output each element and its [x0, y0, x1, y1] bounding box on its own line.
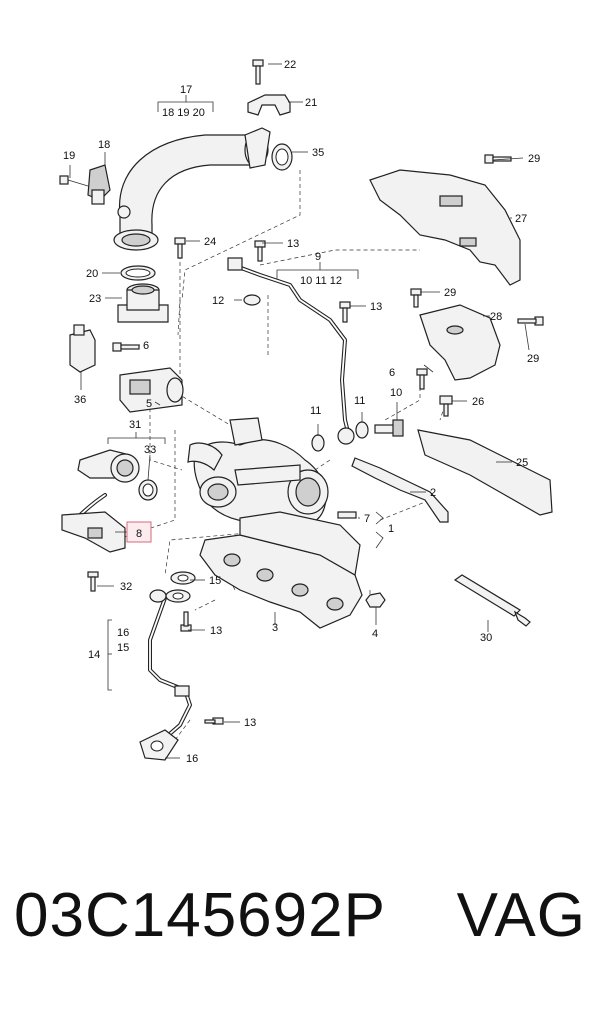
bolt-26 [439, 395, 453, 417]
exhaust-manifold-3 [199, 511, 363, 629]
sensor-18 [87, 164, 111, 205]
label-2: 2 [430, 487, 436, 499]
washer-12 [243, 294, 261, 306]
nut-4 [365, 592, 386, 608]
thermostat-housing-31 [77, 449, 140, 483]
label-10: 10 [390, 387, 402, 399]
label-28: 28 [490, 311, 502, 323]
label-32: 32 [120, 581, 132, 593]
label-13d: 13 [244, 717, 256, 729]
label-13a: 13 [287, 238, 299, 250]
bolt-13d [204, 717, 224, 725]
label-29c: 29 [527, 353, 539, 365]
label-29a: 29 [528, 153, 540, 165]
brand-label: VAG [456, 881, 586, 950]
label-23: 23 [89, 293, 101, 305]
bracket-36 [69, 324, 96, 373]
seal-33 [138, 479, 158, 501]
gasket-2 [351, 457, 449, 523]
label-13b: 13 [370, 301, 382, 313]
turbocharger [187, 417, 329, 527]
label-16a: 16 [117, 627, 129, 639]
bolt-22 [252, 59, 264, 85]
label-27: 27 [515, 213, 527, 225]
flange-16 [139, 729, 179, 761]
bolt-13c [180, 611, 192, 632]
label-31: 31 [129, 419, 141, 431]
exploded-parts-diagram: 22 21 17 18 19 20 35 18 19 29 27 24 13 9… [59, 59, 553, 765]
label-13c: 13 [210, 625, 222, 637]
label-29b: 29 [444, 287, 456, 299]
label-18: 18 [98, 139, 110, 151]
label-33: 33 [144, 444, 156, 456]
label-7: 7 [364, 513, 370, 525]
bracket-8 [61, 493, 126, 553]
label-15b: 15 [117, 642, 129, 654]
label-9: 9 [315, 251, 321, 263]
label-22: 22 [284, 59, 296, 71]
label-17-sub: 18 19 20 [162, 107, 205, 119]
label-14: 14 [88, 649, 100, 661]
seal-35 [271, 143, 293, 171]
heat-shield-28 [419, 304, 501, 381]
label-17: 17 [180, 84, 192, 96]
label-24: 24 [204, 236, 216, 248]
label-12: 12 [212, 295, 224, 307]
callout-labels: 22 21 17 18 19 20 35 18 19 29 27 24 13 9… [63, 59, 540, 765]
banjo-bolt-10 [374, 419, 404, 437]
bolt-29b [410, 288, 422, 308]
gasket-15b [165, 589, 191, 603]
intake-pipe-17 [113, 127, 271, 251]
label-20: 20 [86, 268, 98, 280]
label-30: 30 [480, 632, 492, 644]
label-36: 36 [74, 394, 86, 406]
flange-23 [117, 283, 169, 323]
label-35: 35 [312, 147, 324, 159]
gasket-15a [170, 571, 196, 585]
label-21: 21 [305, 97, 317, 109]
screw-19 [59, 175, 89, 187]
label-1: 1 [388, 523, 394, 535]
highlight-box-8 [126, 521, 152, 543]
label-6a: 6 [143, 340, 149, 352]
label-15a: 15 [209, 575, 221, 587]
label-4: 4 [372, 628, 378, 640]
bolt-13a [254, 240, 266, 262]
bolt-32 [87, 571, 99, 592]
part-number: 03C145692P [14, 881, 386, 950]
valve-5 [119, 367, 184, 413]
stud-7 [337, 511, 357, 519]
label-19: 19 [63, 150, 75, 162]
bolt-24 [174, 237, 186, 259]
label-16b: 16 [186, 753, 198, 765]
sealant-tube-30 [453, 574, 531, 627]
label-11b: 11 [354, 395, 365, 407]
pipe-14 [148, 589, 192, 740]
label-25: 25 [516, 457, 528, 469]
bolt-6a [112, 342, 140, 352]
label-8: 8 [136, 528, 142, 540]
label-9-sub: 10 11 12 [300, 275, 342, 287]
oil-line-9 [227, 257, 355, 445]
clamp-21 [247, 94, 291, 116]
seal-11a [311, 434, 325, 452]
label-3: 3 [272, 622, 278, 634]
bolt-13b [339, 301, 351, 323]
label-5: 5 [146, 398, 152, 410]
heat-shield-27 [369, 169, 521, 286]
leader-lines [69, 63, 530, 759]
seal-11b [355, 421, 369, 439]
label-26: 26 [472, 396, 484, 408]
gasket-25 [417, 429, 553, 516]
label-11a: 11 [310, 405, 321, 417]
bolt-6b [416, 368, 428, 390]
o-ring-20 [120, 265, 156, 281]
bolt-29c [517, 316, 544, 326]
footer: 03C145692P VAG [0, 880, 600, 990]
label-6b: 6 [389, 367, 395, 379]
